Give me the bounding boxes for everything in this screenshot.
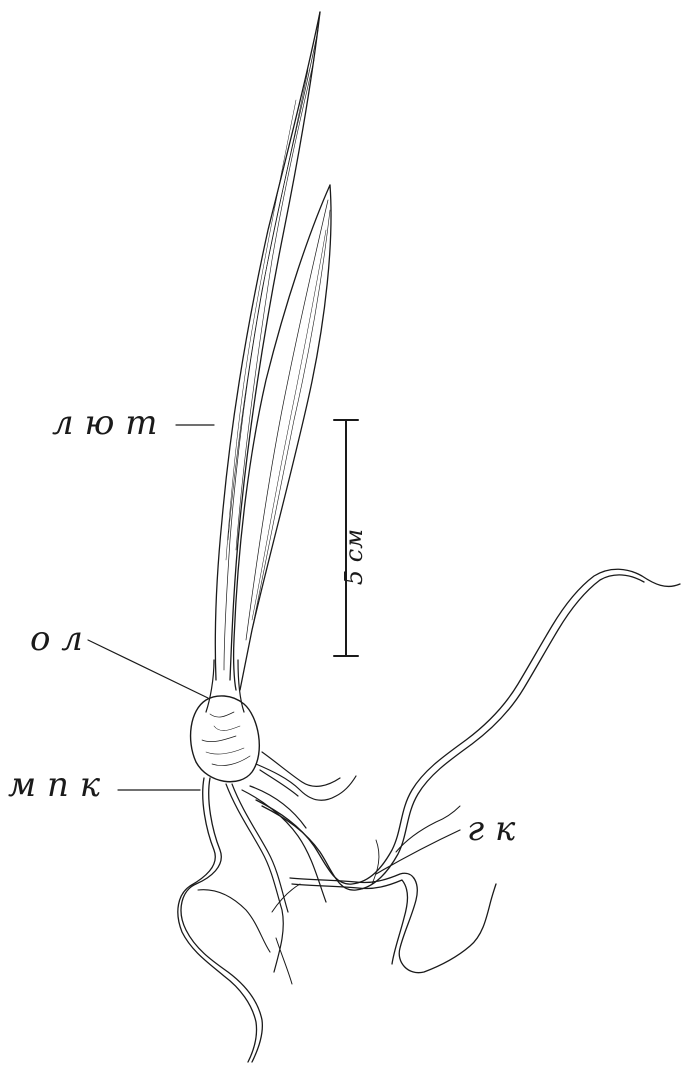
label-leaf-base: о л	[30, 622, 83, 656]
scale-bar-label: 5 см	[342, 529, 366, 585]
corm	[191, 696, 260, 782]
short-leaf	[234, 185, 331, 690]
label-lateral-root: г к	[467, 812, 515, 846]
label-main-root: м п к	[8, 768, 100, 802]
main-root	[178, 778, 270, 1062]
leaf-base-sheath	[206, 660, 244, 712]
label-leaf-blade: л ю т	[52, 406, 157, 440]
leader-line-ol	[88, 640, 208, 698]
secondary-roots	[226, 752, 356, 972]
leader-line-gk	[376, 830, 460, 874]
lateral-root	[272, 873, 496, 984]
leader-lines	[88, 425, 460, 874]
